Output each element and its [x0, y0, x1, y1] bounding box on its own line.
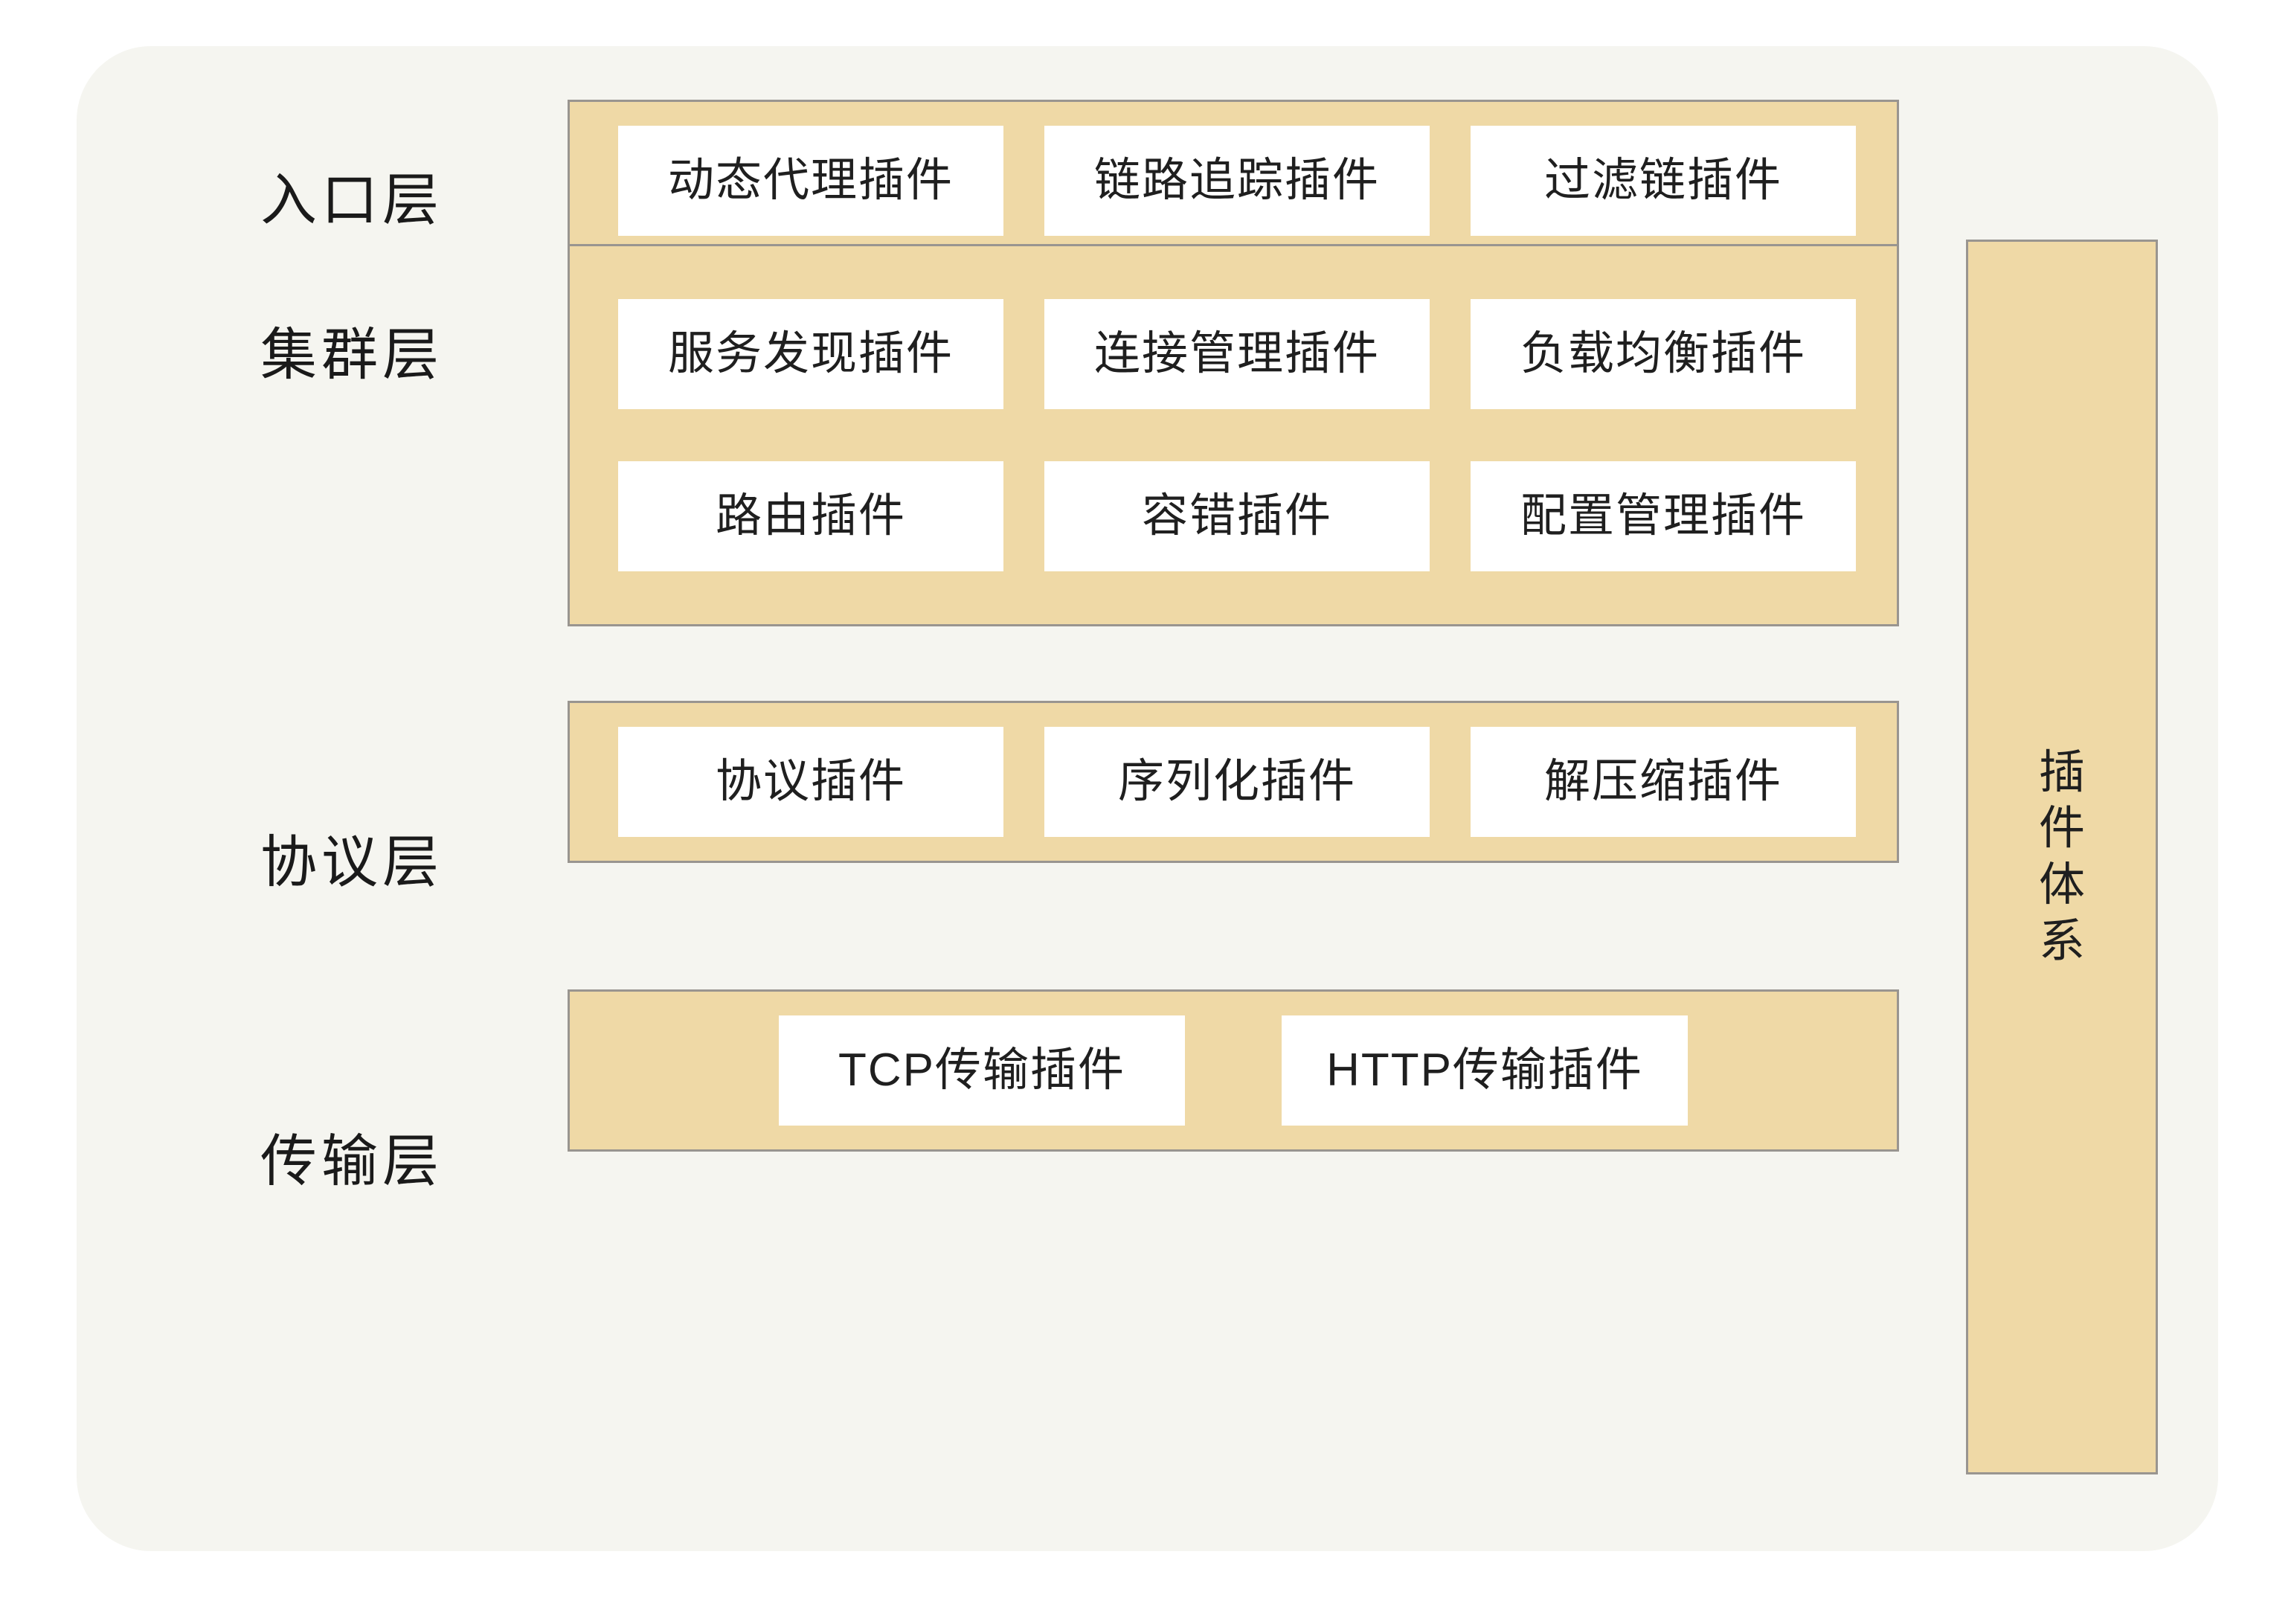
plugin-chip[interactable]: 服务发现插件 — [618, 298, 1003, 409]
plugin-row: 协议插件 序列化插件 解压缩插件 — [570, 727, 1897, 837]
plugin-chip[interactable]: 过滤链插件 — [1471, 126, 1856, 236]
plugin-chip[interactable]: 动态代理插件 — [618, 126, 1003, 236]
plugin-row: 动态代理插件 链路追踪插件 过滤链插件 — [570, 126, 1897, 236]
layer-label-transport: 传输层 — [260, 1130, 443, 1193]
plugin-chip[interactable]: 连接管理插件 — [1044, 298, 1430, 409]
layer-band-cluster: 服务发现插件 连接管理插件 负载均衡插件 路由插件 容错插件 配置管理插件 — [568, 244, 1899, 626]
plugin-system-sidebar: 插 件 体 系 — [1966, 240, 2158, 1474]
sidebar-char: 件 — [2038, 803, 2085, 855]
plugin-chip[interactable]: 解压缩插件 — [1471, 727, 1856, 837]
plugin-chip[interactable]: HTTP传输插件 — [1282, 1015, 1688, 1126]
sidebar-char: 体 — [2038, 859, 2085, 911]
sidebar-char: 系 — [2038, 915, 2085, 967]
plugin-chip[interactable]: TCP传输插件 — [779, 1015, 1185, 1126]
plugin-chip[interactable]: 序列化插件 — [1044, 727, 1430, 837]
plugin-chip[interactable]: 负载均衡插件 — [1471, 298, 1856, 409]
plugin-chip[interactable]: 链路追踪插件 — [1044, 126, 1430, 236]
plugin-chip[interactable]: 配置管理插件 — [1471, 461, 1856, 572]
plugin-chip[interactable]: 协议插件 — [618, 727, 1003, 837]
layer-label-entry: 入口层 — [260, 169, 443, 232]
plugin-row: 服务发现插件 连接管理插件 负载均衡插件 — [570, 298, 1897, 409]
layer-label-cluster: 集群层 — [260, 324, 443, 387]
architecture-card: 入口层 集群层 协议层 传输层 动态代理插件 链路追踪插件 过滤链插件 服务发现… — [77, 46, 2218, 1551]
layer-label-protocol: 协议层 — [260, 831, 443, 894]
plugin-chip[interactable]: 容错插件 — [1044, 461, 1430, 572]
layer-band-entry: 动态代理插件 链路追踪插件 过滤链插件 — [568, 100, 1899, 262]
sidebar-char: 插 — [2038, 746, 2085, 798]
plugin-chip[interactable]: 路由插件 — [618, 461, 1003, 572]
layer-band-transport: TCP传输插件 HTTP传输插件 — [568, 989, 1899, 1152]
plugin-row: 路由插件 容错插件 配置管理插件 — [570, 461, 1897, 572]
plugin-row: TCP传输插件 HTTP传输插件 — [570, 1015, 1897, 1126]
layer-band-protocol: 协议插件 序列化插件 解压缩插件 — [568, 701, 1899, 863]
plugin-system-label: 插 件 体 系 — [2039, 745, 2085, 970]
